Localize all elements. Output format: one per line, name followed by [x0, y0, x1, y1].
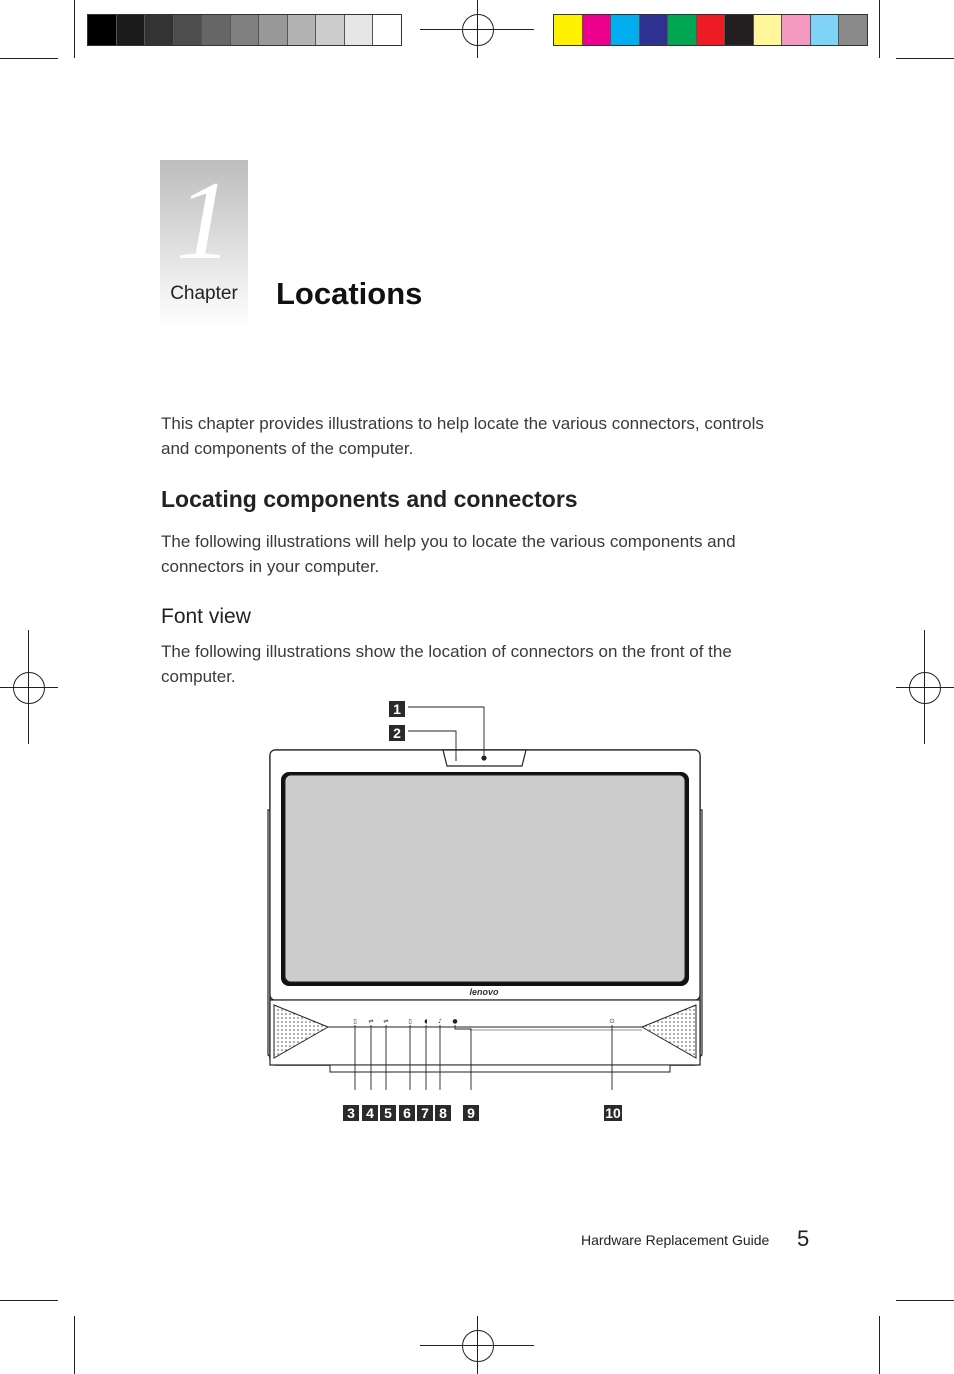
intro-paragraph: This chapter provides illustrations to h…: [161, 411, 801, 461]
callout-8: 8: [435, 1105, 451, 1121]
gray-swatch-1: [88, 15, 117, 45]
color-swatch-3: [611, 15, 640, 45]
page-number: 5: [797, 1226, 810, 1251]
usb-icon-a: ⇌: [368, 1018, 373, 1025]
chapter-title: Locations: [276, 276, 423, 311]
right-speaker-icon: [640, 1004, 697, 1059]
power-button-icon: ⏻: [610, 1018, 615, 1025]
subsection-line-1: The following illustrations show the loc…: [161, 642, 732, 661]
callout-5: 5: [380, 1105, 396, 1121]
color-swatch-8: [753, 15, 782, 45]
chapter-number: 1: [176, 159, 232, 283]
color-swatch-10: [810, 15, 839, 45]
intro-line-1: This chapter provides illustrations to h…: [161, 414, 764, 433]
callout-4: 4: [362, 1105, 378, 1121]
callout-6: 6: [399, 1105, 415, 1121]
gray-swatch-11: [373, 15, 401, 45]
mic-jack-icon: ♪: [438, 1018, 442, 1025]
subsection-heading: Font view: [161, 605, 251, 628]
gray-swatch-10: [344, 15, 373, 45]
color-swatch-4: [639, 15, 668, 45]
footer-guide-title: Hardware Replacement Guide: [581, 1232, 770, 1248]
gray-swatch-3: [145, 15, 174, 45]
callout-9: 9: [463, 1105, 479, 1121]
section-line-1: The following illustrations will help yo…: [161, 532, 736, 551]
camera-icon: [481, 755, 487, 761]
gray-swatch-8: [287, 15, 316, 45]
section-line-2: connectors in your computer.: [161, 557, 380, 576]
callout-1: 1: [389, 701, 405, 717]
subsection-line-2: computer.: [161, 667, 236, 686]
color-swatch-7: [725, 15, 754, 45]
gray-swatch-6: [230, 15, 259, 45]
usb-icon-b: ⇌: [383, 1018, 388, 1025]
gray-swatch-9: [316, 15, 345, 45]
callout-3: 3: [343, 1105, 359, 1121]
color-swatch-2: [582, 15, 611, 45]
card-reader-icon: ▯: [353, 1018, 356, 1025]
gray-swatch-7: [259, 15, 288, 45]
gray-swatch-5: [202, 15, 231, 45]
color-swatch-5: [668, 15, 697, 45]
callout-10: 10: [604, 1105, 622, 1121]
chapter-badge: 1 Chapter: [160, 160, 248, 330]
subsection-paragraph: The following illustrations show the loc…: [161, 639, 801, 689]
headphone-icon: ◖: [424, 1018, 427, 1025]
section-heading: Locating components and connectors: [161, 486, 578, 512]
sd-slot-icon: ▯: [408, 1018, 411, 1025]
chapter-label: Chapter: [170, 283, 238, 304]
computer-front-illustration: lenovo ▯ ⇌ ⇌ ▯ ◖ ♪ ● ⏻: [267, 706, 703, 1090]
callout-7: 7: [417, 1105, 433, 1121]
left-speaker-icon: [273, 1004, 330, 1059]
color-swatch-11: [839, 15, 867, 45]
grayscale-calibration-bar: [87, 14, 402, 46]
color-swatch-6: [696, 15, 725, 45]
color-calibration-bar: [553, 14, 868, 46]
section-paragraph: The following illustrations will help yo…: [161, 529, 801, 579]
button-icon: ●: [452, 1018, 457, 1025]
callout-2: 2: [389, 725, 405, 741]
gray-swatch-2: [116, 15, 145, 45]
color-swatch-9: [782, 15, 811, 45]
intro-line-2: and components of the computer.: [161, 439, 414, 458]
color-swatch-1: [554, 15, 583, 45]
gray-swatch-4: [173, 15, 202, 45]
lenovo-logo: lenovo: [469, 987, 499, 997]
